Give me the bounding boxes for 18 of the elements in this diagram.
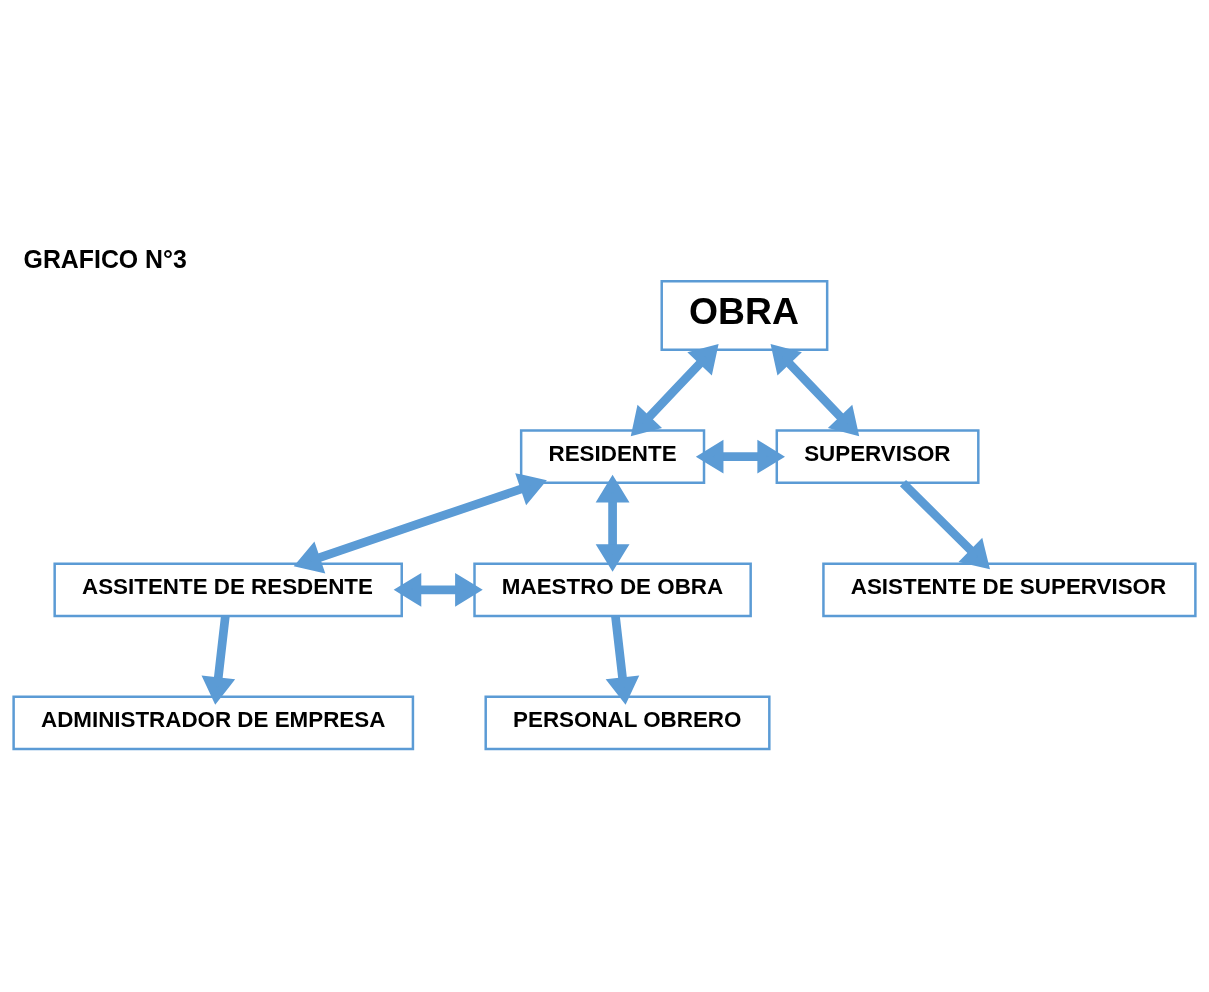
- node-box: OBRA: [660, 279, 829, 351]
- node-box: ASISTENTE DE SUPERVISOR: [822, 561, 1197, 617]
- node-box: SUPERVISOR: [775, 428, 980, 484]
- node-box: RESIDENTE: [519, 428, 706, 484]
- arrow: [695, 439, 785, 474]
- arrow: [899, 479, 990, 569]
- node-box: ADMINISTRADOR DE EMPRESA: [12, 695, 415, 750]
- arrow: [770, 343, 860, 436]
- node-box: ASSITENTE DE RESDENTE: [53, 561, 403, 617]
- arrow: [201, 615, 236, 705]
- arrow: [595, 474, 630, 572]
- arrow: [605, 615, 640, 705]
- arrow: [393, 572, 483, 607]
- diagram-title: GRAFICO N°3: [23, 244, 187, 273]
- node-box: MAESTRO DE OBRA: [473, 561, 752, 617]
- arrow: [293, 472, 547, 573]
- arrow: [630, 343, 719, 436]
- node-box: PERSONAL OBRERO: [484, 695, 771, 750]
